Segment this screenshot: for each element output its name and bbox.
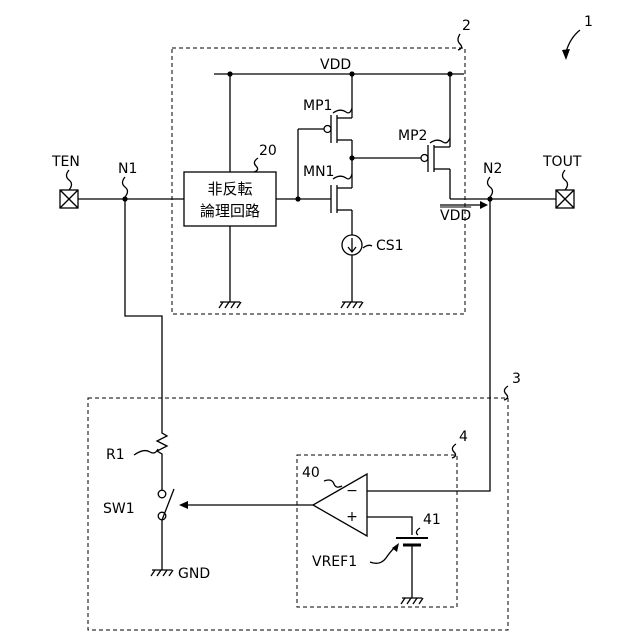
vref1-source [396, 538, 428, 545]
vdd-overbar-arrowhead [480, 201, 488, 209]
tout-terminal [556, 190, 574, 208]
node-n1-leader [123, 177, 128, 197]
vref1-label-arrowhead [392, 543, 399, 552]
comparator-block-ref: 4 [459, 429, 468, 445]
comparator-ref: 40 [302, 465, 320, 481]
node-n2-label: N2 [483, 161, 502, 177]
logic-circuit-leader [254, 158, 258, 172]
node-n2-leader [488, 177, 493, 197]
mn1-transistor [331, 185, 352, 213]
resistor-r1 [157, 430, 167, 458]
switch-sw1 [158, 489, 174, 520]
plus-input-wire [367, 517, 412, 535]
vref1-label-leader [370, 546, 396, 563]
r1-leader [134, 449, 158, 455]
mn1-leader [333, 174, 352, 179]
mp1-label: MP1 [303, 98, 332, 114]
logic-block-ref: 2 [462, 18, 471, 34]
comparator-minus: − [346, 483, 358, 499]
logic-circuit-ref: 20 [259, 143, 277, 159]
tout-leader [563, 170, 568, 190]
figure-ref: 1 [584, 14, 593, 30]
cs1-leader [363, 245, 372, 248]
comparator-plus: + [346, 509, 358, 525]
gnd-label: GND [178, 566, 210, 582]
ten-terminal [60, 190, 78, 208]
figure-ref-arrowhead [562, 49, 570, 60]
node-n1-label: N1 [118, 161, 137, 177]
ten-leader [67, 170, 72, 190]
mp1-leader [333, 108, 352, 113]
vref1-ground-symbol [401, 598, 423, 604]
logic-circuit-label-1: 非反転 [207, 180, 252, 198]
vref1-ref-leader [416, 528, 420, 535]
detector-block-ref: 3 [512, 371, 521, 387]
vdd-overbar-label: VDD [440, 208, 471, 224]
mp2-leader [430, 138, 450, 143]
sw1-label: SW1 [103, 501, 135, 517]
comparator-leader [324, 480, 342, 487]
r1-label: R1 [106, 447, 125, 463]
ten-label: TEN [51, 154, 80, 170]
logic-circuit-label-2: 論理回路 [200, 202, 260, 220]
figure-ref-arrow-line [566, 30, 580, 52]
detector-block-outline [88, 398, 508, 630]
vref1-ref: 41 [423, 512, 441, 528]
logic-ground-symbol [219, 302, 241, 308]
cs1-label: CS1 [376, 238, 404, 254]
mp2-label: MP2 [398, 128, 427, 144]
comparator-output-arrowhead [179, 501, 188, 509]
comparator-block-leader [452, 444, 456, 458]
n1-to-r1-wire [125, 199, 162, 430]
ground-symbol [151, 570, 173, 576]
cs1-ground-symbol [341, 302, 363, 308]
mn1-label: MN1 [303, 164, 334, 180]
current-source-cs1 [342, 235, 362, 255]
tout-label: TOUT [542, 154, 582, 170]
comparator-block-outline [297, 455, 457, 607]
vref1-label: VREF1 [312, 554, 357, 570]
comparator-40 [313, 474, 367, 536]
vdd-label: VDD [320, 57, 351, 73]
